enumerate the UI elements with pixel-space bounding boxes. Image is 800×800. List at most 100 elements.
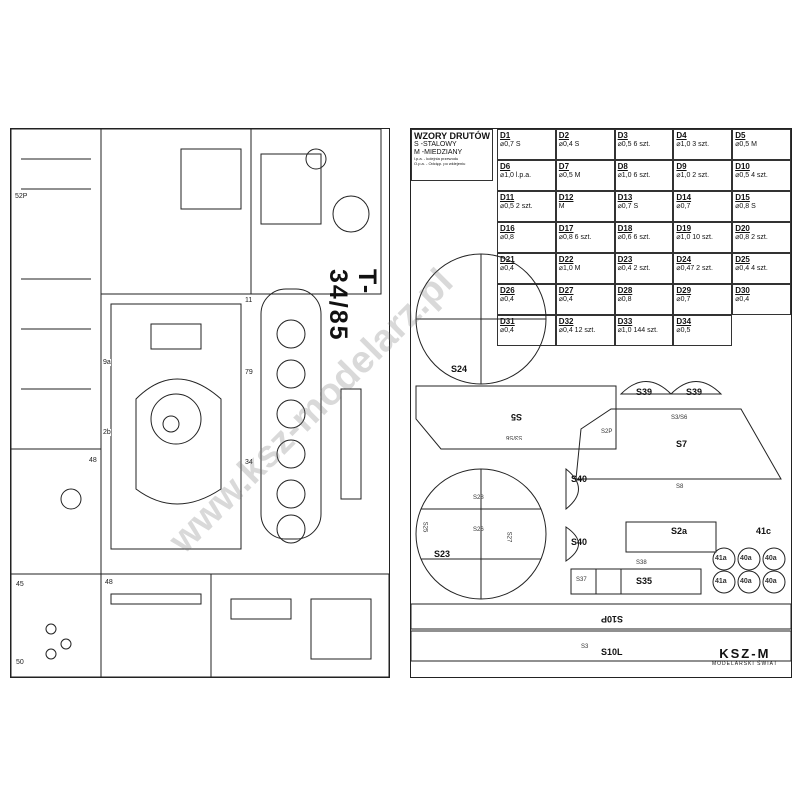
wire-spec: ⌀0,5 6 szt. [617,141,651,149]
wire-box-d1: D1⌀0,7 S [497,129,556,160]
legend-note: l.p.a. - kolejnia przewodu [414,156,459,162]
wire-spec: ⌀0,4 12 szt. [558,327,596,335]
wire-box-d4: D4⌀1,0 3 szt. [673,129,733,160]
wire-id: D24 [676,255,692,264]
wire-id: D4 [676,131,687,140]
tank-drawings [11,129,389,677]
part-40a: 40a [765,578,777,585]
logo: KSZ-M MODELARSKI ŚWIAT [712,646,778,667]
wire-id: D20 [735,224,750,233]
wire-id: D18 [617,224,633,233]
part-label: 9a [103,359,111,366]
part-s7: S7 [676,439,688,449]
wire-spec: ⌀1,0 M [558,265,581,273]
part-s40: S40 [571,537,588,547]
wire-box-d14: D14⌀0,7 [673,191,733,222]
wire-spec: ⌀0,7 S [500,141,521,149]
wire-box-d13: D13⌀0,7 S [614,191,674,222]
wire-box-d3: D3⌀0,5 6 szt. [614,129,674,160]
wire-box-d20: D20⌀0,8 2 szt. [732,222,791,253]
logo-subtitle: MODELARSKI ŚWIAT [712,661,778,667]
wire-box-d2: D2⌀0,4 S [555,129,615,160]
wire-spec: ⌀0,8 [617,296,632,304]
part-s39: S39 [686,387,703,397]
wire-id: D19 [676,224,692,233]
wire-spec: ⌀0,5 M [558,172,581,180]
part-41a: 41a [715,555,727,562]
wire-box-d9: D9⌀1,0 2 szt. [673,160,733,191]
part-s8: S8 [676,484,684,490]
wire-spec: ⌀0,4 4 szt. [735,265,768,273]
legend-note: O.p.a. - Odcięp. po wklejeniu [414,161,466,167]
wire-id: D28 [617,286,633,295]
wire-spec: ⌀0,5 4 szt. [735,172,768,180]
wire-box-d16: D16⌀0,8 [497,222,556,253]
parts-drawings [411,253,791,662]
wire-spec: ⌀0,4 [735,296,750,304]
wire-box-d18: D18⌀0,6 6 szt. [614,222,674,253]
wire-spec: ⌀0,7 [676,203,691,211]
wire-spec: ⌀0,8 [500,234,514,242]
part-s39: S39 [636,387,653,397]
part-s35: S35 [636,576,653,586]
wire-spec: ⌀1,0 10 szt. [676,234,713,242]
wire-box-d31: D31⌀0,4 [497,315,556,346]
wire-spec: ⌀0,5 2 szt. [500,203,533,211]
part-s2a: S2a [671,526,688,536]
wire-id: D2 [558,131,570,140]
wire-box-d32: D32⌀0,4 12 szt. [555,315,615,346]
wire-spec: ⌀0,47 2 szt. [676,265,713,273]
part-s10l: S10L [601,647,623,657]
part-s40: S40 [571,474,588,484]
part-s28: S28 [473,495,484,501]
wire-spec: ⌀0,5 M [735,141,757,149]
part-label: 50 [16,659,24,666]
wire-spec: ⌀0,8 6 szt. [558,234,592,242]
wire-box-d25: D25⌀0,4 4 szt. [732,253,791,284]
wire-box-d24: D24⌀0,47 2 szt. [673,253,733,284]
wire-id: D14 [676,193,692,202]
wire-spec: ⌀0,4 [558,296,573,304]
wire-spec: ⌀0,4 2 szt. [617,265,651,273]
wire-box-d28: D28⌀0,8 [614,284,674,315]
wire-id: D17 [558,224,574,233]
part-label: 79 [245,369,253,376]
wire-id: D12 [558,193,574,202]
part-label: 2b [103,429,111,436]
wire-id: D27 [558,286,574,295]
wire-spec: ⌀0,7 [676,296,691,304]
part-label: 34 [245,459,253,466]
wire-id: D5 [735,131,746,140]
wire-legend: WZORY DRUTÓW S -STALOWY M -MIEDZIANY l.p… [411,129,493,181]
wire-box-d11: D11⌀0,5 2 szt. [497,191,556,222]
part-s2p: S2P [601,429,613,435]
wire-id: D16 [500,224,515,233]
wire-spec: ⌀0,7 S [617,203,639,211]
wire-spec: ⌀0,4 [500,265,514,273]
wire-id: D15 [735,193,750,202]
wire-id: D23 [617,255,633,264]
part-label: 11 [245,297,253,304]
wire-spec: ⌀1,0 144 szt. [617,327,658,335]
wire-spec: ⌀0,8 S [735,203,756,211]
wire-box-d22: D22⌀1,0 M [555,253,615,284]
part-s24: S24 [451,364,468,374]
wire-spec: ⌀0,4 S [558,141,580,149]
part-label: 48 [105,579,113,586]
part-s26: S26 [473,527,484,533]
wire-box-d30: D30⌀0,4 [732,284,791,315]
wire-spec: ⌀0,4 [500,296,514,304]
wire-box-d15: D15⌀0,8 S [732,191,791,222]
part-s25: S25 [421,521,428,533]
wire-id: D7 [558,162,570,171]
right-page: WZORY DRUTÓW S -STALOWY M -MIEDZIANY l.p… [410,128,792,678]
part-s10p: S10P [601,614,624,624]
wire-box-d7: D7⌀0,5 M [555,160,615,191]
wire-legend-title: WZORY DRUTÓW [414,131,490,141]
wire-id: D32 [558,317,574,326]
part-s3: S3 [581,644,589,650]
part-s27: S27 [505,531,512,543]
wire-spec: M [558,203,565,211]
wire-spec: ⌀1,0 6 szt. [617,172,651,180]
